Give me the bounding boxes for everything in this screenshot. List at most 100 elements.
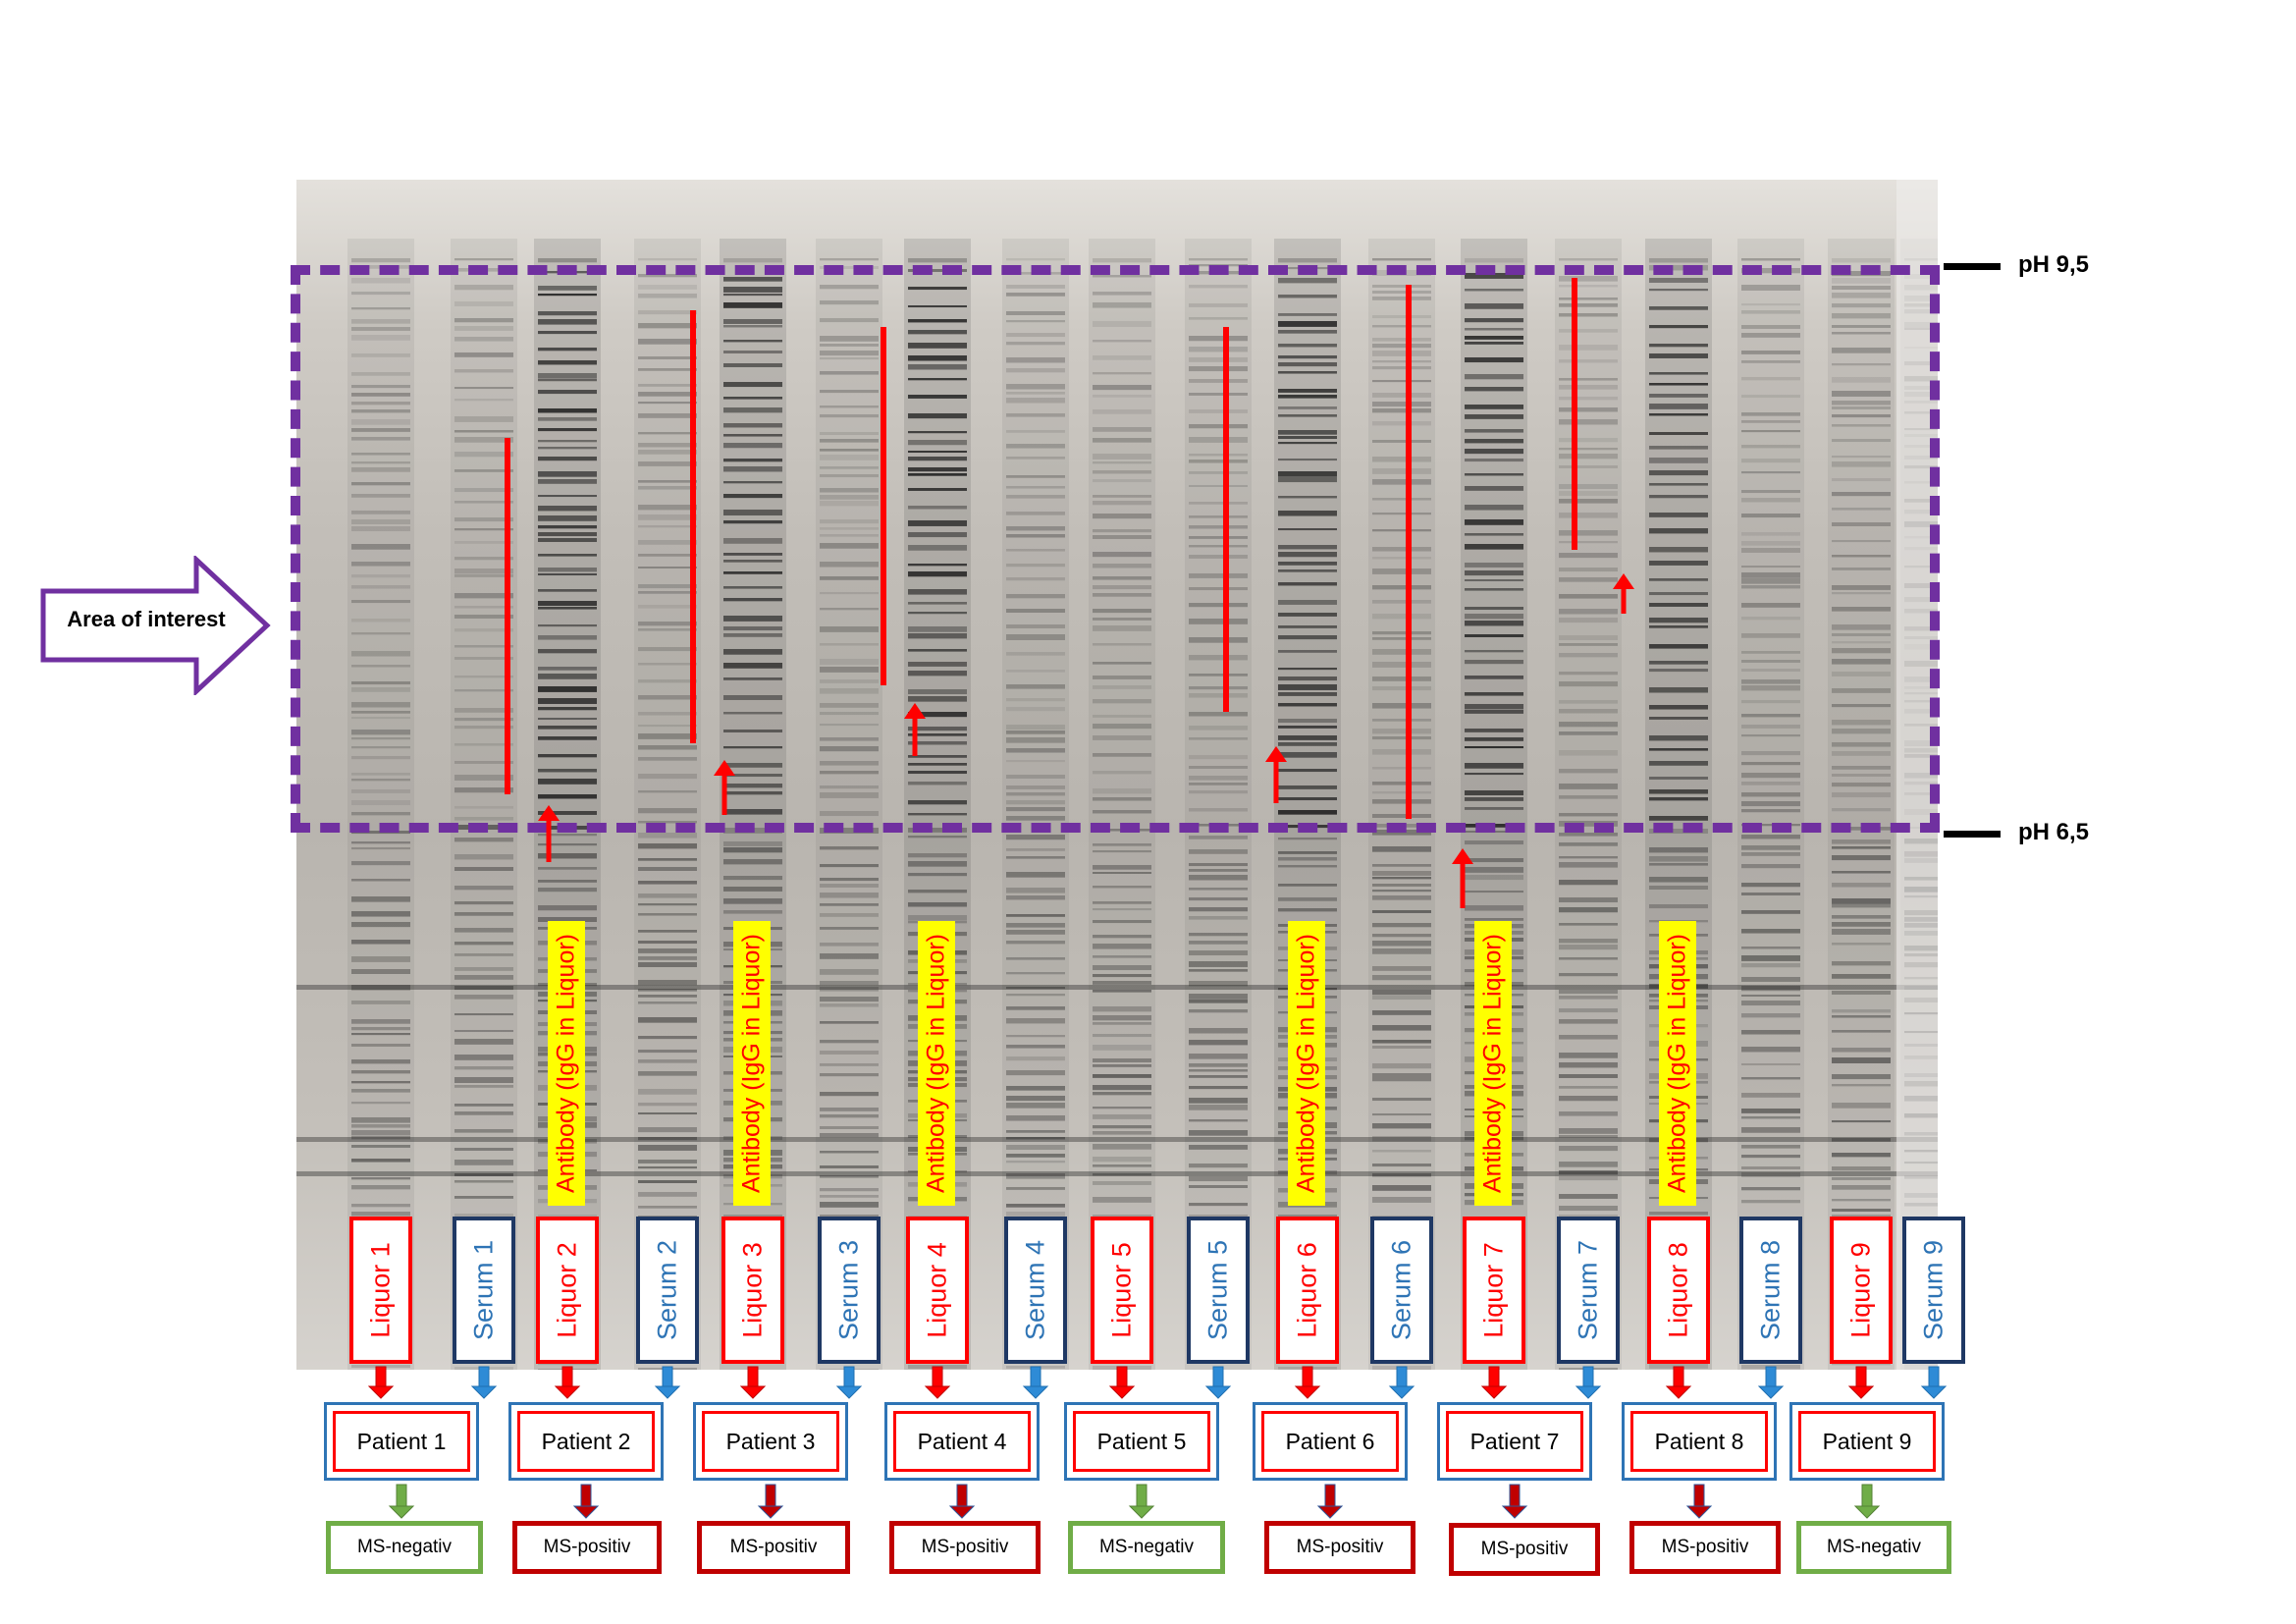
patient-box: Patient 4 [884,1402,1040,1481]
patient-result-arrow-icon [388,1484,415,1519]
liquor-sample-text: Liquor 6 [1292,1242,1322,1338]
serum-down-arrow-icon [1920,1366,1948,1399]
ms-positive-badge: MS-positiv [512,1521,662,1574]
serum-sample-text: Serum 5 [1202,1239,1233,1341]
liquor-sample-text: Liquor 3 [737,1242,768,1338]
patient-label: Patient 8 [1630,1411,1768,1472]
serum-down-arrow-icon [1022,1366,1049,1399]
gel-band-line [296,985,1938,990]
isoelectric-focusing-gel-photo [296,180,1938,1370]
liquor-sample-text: Liquor 8 [1663,1242,1693,1338]
liquor-sample-text: Liquor 5 [1106,1242,1137,1338]
patient-box: Patient 3 [693,1402,848,1481]
serum-lane [1002,239,1069,1370]
serum-sample-text: Serum 9 [1918,1239,1949,1341]
patient-result-arrow-icon [1685,1484,1713,1519]
patient-label: Patient 9 [1798,1411,1936,1472]
serum-sample-text: Serum 4 [1020,1239,1050,1341]
patient-box: Patient 7 [1437,1402,1592,1481]
antibody-label-text: Antibody (IgG in Liquor) [1663,933,1691,1194]
liquor-sample-text: Liquor 7 [1478,1242,1509,1338]
ms-positive-badge: MS-positiv [1629,1521,1781,1574]
patient-result-arrow-icon [1853,1484,1881,1519]
serum-lane [634,239,701,1370]
patient-label: Patient 1 [333,1411,470,1472]
liquor-sample-label: Liquor 8 [1647,1217,1710,1364]
antibody-label-text: Antibody (IgG in Liquor) [922,933,950,1194]
liquor-down-arrow-icon [554,1366,581,1399]
serum-sample-label: Serum 3 [818,1217,881,1364]
patient-box: Patient 1 [324,1402,479,1481]
ph-top-label: pH 9,5 [2018,251,2090,278]
antibody-label-text: Antibody (IgG in Liquor) [1292,933,1320,1194]
gel-lanes [296,180,1938,1370]
antibody-label-text: Antibody (IgG in Liquor) [737,933,766,1194]
liquor-sample-label: Liquor 9 [1830,1217,1893,1364]
liquor-down-arrow-icon [739,1366,767,1399]
area-of-interest-arrow-icon [40,556,271,695]
patient-label: Patient 5 [1073,1411,1210,1472]
ph-bottom-tick [1944,831,2001,838]
serum-down-arrow-icon [1757,1366,1785,1399]
patient-label: Patient 2 [517,1411,655,1472]
serum-down-arrow-icon [1204,1366,1232,1399]
patient-result-arrow-icon [948,1484,976,1519]
liquor-down-arrow-icon [1294,1366,1321,1399]
liquor-sample-label: Liquor 2 [536,1217,599,1364]
liquor-sample-text: Liquor 2 [552,1242,582,1338]
patient-box: Patient 9 [1789,1402,1945,1481]
serum-sample-text: Serum 3 [833,1239,864,1341]
antibody-label: Antibody (IgG in Liquor) [1474,921,1512,1206]
patient-box: Patient 6 [1253,1402,1408,1481]
liquor-sample-label: Liquor 6 [1276,1217,1339,1364]
ph-top-tick [1944,263,2001,270]
patient-box: Patient 8 [1622,1402,1777,1481]
serum-down-arrow-icon [835,1366,863,1399]
serum-sample-text: Serum 1 [468,1239,499,1341]
ms-positive-badge: MS-positiv [889,1521,1041,1574]
serum-sample-text: Serum 2 [652,1239,682,1341]
serum-down-arrow-icon [1575,1366,1602,1399]
ms-negative-badge: MS-negativ [1796,1521,1951,1574]
liquor-sample-label: Liquor 5 [1091,1217,1153,1364]
liquor-down-arrow-icon [1108,1366,1136,1399]
liquor-sample-text: Liquor 1 [365,1242,396,1338]
liquor-lane [347,239,414,1370]
antibody-label: Antibody (IgG in Liquor) [918,921,955,1206]
liquor-sample-text: Liquor 9 [1845,1242,1876,1338]
gel-band-line [296,1171,1938,1176]
antibody-label-text: Antibody (IgG in Liquor) [552,933,580,1194]
serum-sample-label: Serum 8 [1739,1217,1802,1364]
liquor-sample-label: Liquor 7 [1463,1217,1525,1364]
serum-sample-label: Serum 2 [636,1217,699,1364]
serum-down-arrow-icon [654,1366,681,1399]
serum-sample-text: Serum 6 [1386,1239,1416,1341]
serum-lane [1737,239,1804,1370]
liquor-down-arrow-icon [367,1366,395,1399]
liquor-down-arrow-icon [924,1366,951,1399]
antibody-label: Antibody (IgG in Liquor) [1659,921,1696,1206]
patient-box: Patient 5 [1064,1402,1219,1481]
ms-positive-badge: MS-positiv [1264,1521,1415,1574]
ms-positive-badge: MS-positiv [697,1521,850,1574]
area-of-interest-region [291,265,1940,833]
patient-result-arrow-icon [1128,1484,1155,1519]
liquor-lane [1089,239,1155,1370]
antibody-label: Antibody (IgG in Liquor) [733,921,771,1206]
serum-down-arrow-icon [470,1366,498,1399]
liquor-sample-text: Liquor 4 [922,1242,952,1338]
serum-sample-label: Serum 4 [1004,1217,1067,1364]
liquor-down-arrow-icon [1480,1366,1508,1399]
serum-sample-label: Serum 5 [1187,1217,1250,1364]
patient-result-arrow-icon [757,1484,784,1519]
liquor-sample-label: Liquor 3 [721,1217,784,1364]
serum-lane [1555,239,1622,1370]
serum-sample-label: Serum 1 [453,1217,515,1364]
liquor-sample-label: Liquor 1 [349,1217,412,1364]
liquor-down-arrow-icon [1847,1366,1875,1399]
patient-label: Patient 4 [893,1411,1031,1472]
gel-band-line [296,1137,1938,1142]
ph-bottom-label: pH 6,5 [2018,819,2090,845]
patient-label: Patient 6 [1261,1411,1399,1472]
